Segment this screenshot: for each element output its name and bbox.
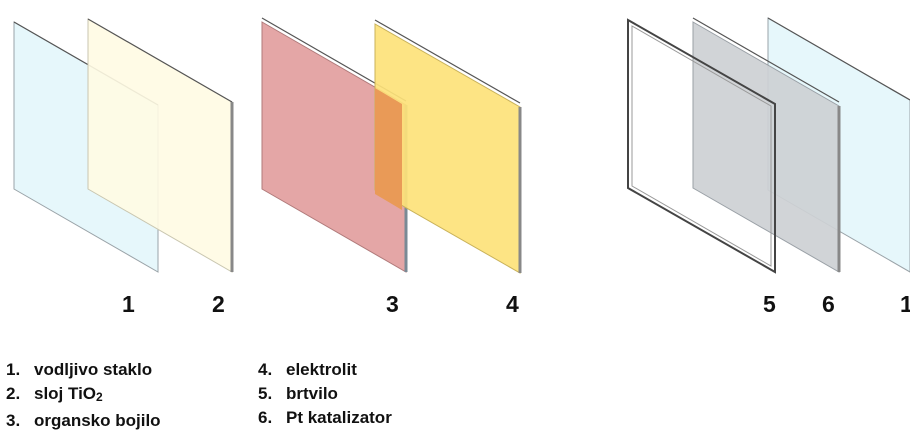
legend-number: 5.	[258, 384, 273, 403]
legend-subscript: 2	[96, 390, 103, 404]
layer-group-right	[627, 17, 910, 274]
legend-item: 6. Pt katalizator	[258, 406, 392, 430]
legend-item: 4. elektrolit	[258, 358, 392, 382]
legend-column-1: 1. vodljivo staklo 2. sloj TiO2 3. organsko…	[6, 358, 161, 433]
legend-text: Pt katalizator	[286, 408, 392, 427]
legend-number: 4.	[258, 360, 273, 379]
legend-number: 6.	[258, 408, 273, 427]
legend-text: elektrolit	[286, 360, 357, 379]
legend-text: vodljivo staklo	[34, 360, 153, 379]
legend-item: 3. organsko bojilo	[6, 409, 161, 433]
layer-group-middle	[261, 17, 522, 274]
label-number-3: 3	[386, 291, 399, 317]
label-number-1-left: 1	[122, 291, 135, 317]
label-number-6: 6	[822, 291, 835, 317]
layer-group-left	[13, 18, 234, 273]
layer-5-sealant	[627, 18, 776, 274]
legend-item: 5. brtvilo	[258, 382, 392, 406]
layer-overlap	[375, 88, 402, 210]
legend-column-2: 4. elektrolit 5. brtvilo 6. Pt katalizator	[258, 358, 392, 430]
label-number-5: 5	[763, 291, 776, 317]
legend-item: 2. sloj TiO2	[6, 382, 161, 409]
label-number-4: 4	[506, 291, 519, 317]
legend-text: brtvilo	[286, 384, 338, 403]
label-number-1-right: 1	[900, 291, 910, 317]
legend-number: 1.	[6, 360, 21, 379]
legend-number: 2.	[6, 384, 21, 403]
legend-number: 3.	[6, 411, 21, 430]
legend-text: sloj TiO	[34, 384, 97, 403]
legend-item: 1. vodljivo staklo	[6, 358, 161, 382]
label-number-2: 2	[212, 291, 225, 317]
legend-text: organsko bojilo	[34, 411, 161, 430]
